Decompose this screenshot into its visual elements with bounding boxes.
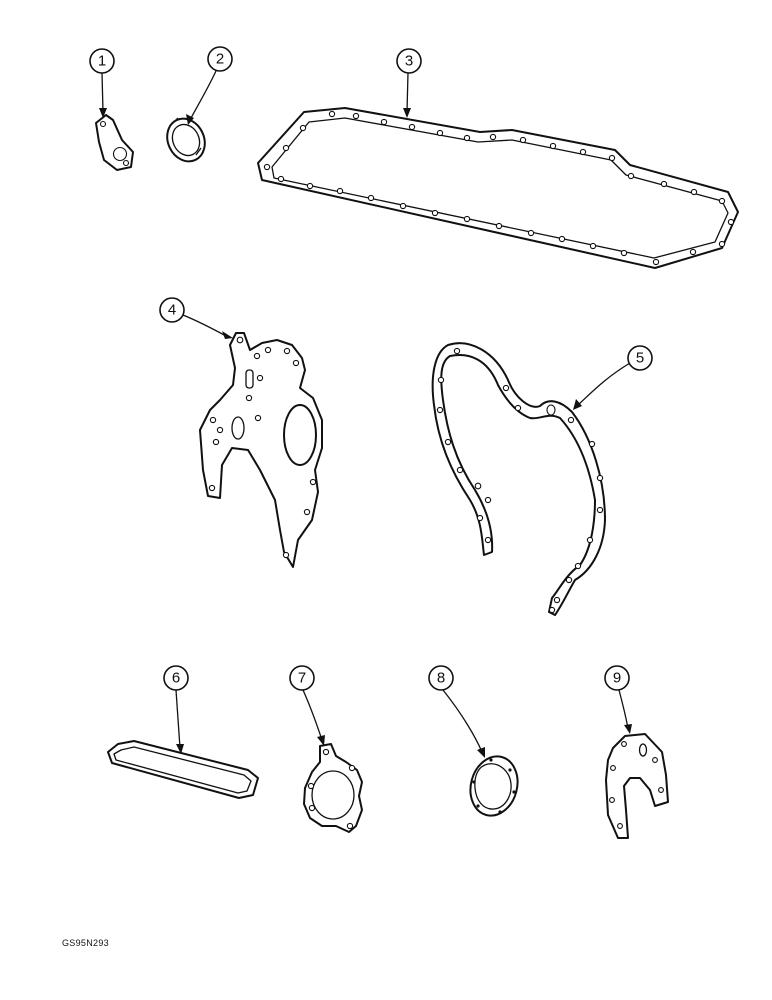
callout-4: 4 (159, 297, 185, 323)
part-4-front-plate-gasket (199, 332, 323, 568)
callout-4-label: 4 (168, 302, 176, 319)
callout-7: 7 (289, 665, 315, 691)
part-7-bolt-holes (307, 748, 356, 830)
callout-9-label: 9 (613, 670, 621, 687)
part-8-round-gasket (469, 755, 519, 817)
part-7-pump-gasket (303, 743, 363, 833)
leader-lines (99, 70, 632, 758)
callout-5: 5 (627, 345, 653, 371)
part-3-bolt-holes (263, 110, 735, 266)
callout-8: 8 (428, 665, 454, 691)
part-8-bolt-holes (472, 758, 516, 814)
part-9-housing-plate-gasket (605, 733, 669, 839)
part-5-bolt-holes (436, 347, 604, 614)
callout-3: 3 (396, 48, 422, 74)
callout-8-label: 8 (437, 670, 445, 687)
callout-6: 6 (163, 665, 189, 691)
part-1-flange-gasket (95, 114, 134, 171)
callout-2: 2 (207, 46, 233, 72)
callout-9: 9 (604, 665, 630, 691)
callout-2-label: 2 (216, 51, 224, 68)
callout-6-label: 6 (172, 670, 180, 687)
callout-7-label: 7 (298, 670, 306, 687)
figure-code: GS95N293 (62, 938, 109, 948)
part-5-timing-cover-gasket (431, 342, 606, 616)
part-4-bolt-holes (208, 336, 317, 559)
callout-1: 1 (89, 48, 115, 74)
callout-5-label: 5 (636, 350, 644, 367)
part-3-oil-pan-gasket (257, 107, 739, 269)
part-2-ring-seal (166, 117, 206, 163)
part-6-rectangular-gasket (107, 740, 259, 799)
callout-1-label: 1 (98, 53, 106, 70)
part-9-bolt-holes (609, 741, 664, 829)
callout-3-label: 3 (405, 53, 413, 70)
